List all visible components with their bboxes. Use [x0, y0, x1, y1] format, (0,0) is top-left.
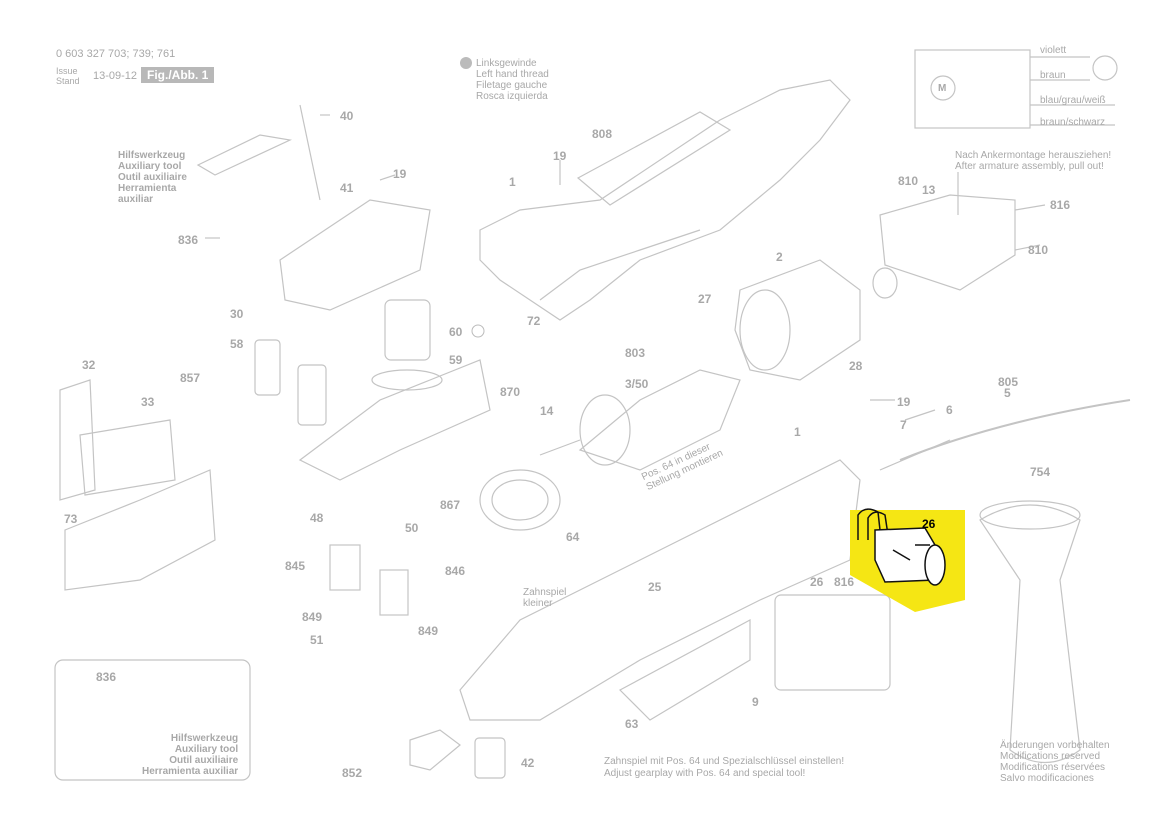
part-label-3-50[interactable]: 3/50 — [625, 377, 649, 391]
left-hand-thread-note: Linksgewinde Left hand thread Filetage g… — [476, 58, 549, 102]
part-label-805[interactable]: 805 — [998, 375, 1019, 389]
armature-note: Nach Ankermontage herausziehen! After ar… — [955, 150, 1112, 172]
part-label-6[interactable]: 6 — [946, 403, 953, 417]
part-label-867[interactable]: 867 — [440, 498, 461, 512]
part-label-33[interactable]: 33 — [141, 395, 155, 409]
part-label-59[interactable]: 59 — [449, 353, 463, 367]
pad-32 — [59, 379, 96, 501]
pad-73 — [64, 469, 216, 591]
part-label-810[interactable]: 810 — [898, 174, 919, 188]
part-label-2[interactable]: 2 — [776, 250, 783, 264]
part-label-26[interactable]: 26 — [810, 575, 824, 589]
part-label-25[interactable]: 25 — [648, 580, 662, 594]
motor-symbol: M — [938, 83, 947, 94]
part-label-9[interactable]: 9 — [752, 695, 759, 709]
part-label-857[interactable]: 857 — [180, 371, 201, 385]
part-label-852[interactable]: 852 — [342, 766, 363, 780]
figure-label: Fig./Abb. 1 — [141, 67, 215, 83]
bracket-30 — [279, 199, 431, 311]
part-label-845[interactable]: 845 — [285, 559, 306, 573]
part-label-40[interactable]: 40 — [340, 109, 354, 123]
switch-cover-808 — [576, 111, 732, 206]
part-label-1-b[interactable]: 1 — [794, 425, 801, 439]
pad-33 — [79, 419, 176, 496]
aux-handle-754 — [979, 504, 1081, 763]
part-label-50[interactable]: 50 — [405, 521, 419, 535]
inset-auxiliary-tool-note: Hilfswerkzeug Auxiliary tool Outil auxil… — [142, 733, 239, 777]
part-label-808[interactable]: 808 — [592, 127, 613, 141]
gearplay-note: Zahnspiel kleiner — [523, 587, 567, 609]
part-label-836-b[interactable]: 836 — [96, 670, 117, 684]
part-label-60[interactable]: 60 — [449, 325, 463, 339]
part-label-32[interactable]: 32 — [82, 358, 96, 372]
part-label-19[interactable]: 19 — [393, 167, 407, 181]
part-label-63[interactable]: 63 — [625, 717, 639, 731]
part-label-1[interactable]: 1 — [509, 175, 516, 189]
stator-2 — [734, 259, 861, 381]
part-label-19-c[interactable]: 19 — [897, 395, 911, 409]
brush-holder-816 — [879, 194, 1016, 291]
part-label-849-a[interactable]: 849 — [302, 610, 323, 624]
wire-braun-schwarz: braun/schwarz — [1040, 117, 1106, 128]
part-label-30[interactable]: 30 — [230, 307, 244, 321]
issue-date: 13-09-12 — [93, 70, 138, 82]
armature-803 — [578, 369, 741, 471]
part-label-14[interactable]: 14 — [540, 404, 554, 418]
blade-852 — [409, 729, 461, 771]
modifications-note: Änderungen vorbehalten Modifications res… — [1000, 740, 1110, 784]
part-label-64[interactable]: 64 — [566, 530, 580, 544]
wire-blau: blau/grau/weiß — [1040, 95, 1106, 106]
part-label-26-highlighted[interactable]: 26 — [922, 517, 936, 531]
part-label-73[interactable]: 73 — [64, 512, 78, 526]
part-label-13[interactable]: 13 — [922, 183, 936, 197]
inset-box — [54, 659, 251, 781]
wiring-box — [914, 49, 1031, 129]
part-label-754[interactable]: 754 — [1030, 465, 1051, 479]
part-label-7[interactable]: 7 — [900, 418, 907, 432]
part-label-870[interactable]: 870 — [500, 385, 521, 399]
part-numbers: 0 603 327 703; 739; 761 — [56, 48, 176, 60]
detail-box — [774, 594, 891, 691]
part-label-72[interactable]: 72 — [527, 314, 541, 328]
adjust-note-de: Zahnspiel mit Pos. 64 und Spezialschlüss… — [604, 756, 845, 767]
part-label-41[interactable]: 41 — [340, 181, 354, 195]
part-label-42[interactable]: 42 — [521, 756, 535, 770]
part-label-51[interactable]: 51 — [310, 633, 324, 647]
part-label-19-b[interactable]: 19 — [553, 149, 567, 163]
housing-upper — [479, 79, 851, 321]
part-label-816[interactable]: 816 — [1050, 198, 1071, 212]
part-label-846[interactable]: 846 — [445, 564, 466, 578]
part-label-810-b[interactable]: 810 — [1028, 243, 1049, 257]
wire-violett: violett — [1040, 45, 1067, 56]
base-plate-870 — [298, 359, 491, 481]
part-label-27[interactable]: 27 — [698, 292, 712, 306]
part-label-48[interactable]: 48 — [310, 511, 324, 525]
issue-label: Issue — [56, 66, 78, 76]
part-label-5[interactable]: 5 — [1004, 386, 1011, 400]
part-label-849-b[interactable]: 849 — [418, 624, 439, 638]
part-label-836[interactable]: 836 — [178, 233, 199, 247]
cable-6 — [899, 399, 1131, 461]
auxiliary-tool-note: Hilfswerkzeug Auxiliary tool Outil auxil… — [118, 150, 187, 205]
part-label-58[interactable]: 58 — [230, 337, 244, 351]
part-label-816-b[interactable]: 816 — [834, 575, 855, 589]
stand-label: Stand — [56, 76, 80, 86]
part-label-803[interactable]: 803 — [625, 346, 646, 360]
part-label-28[interactable]: 28 — [849, 359, 863, 373]
adjust-note-en: Adjust gearplay with Pos. 64 and special… — [604, 768, 806, 779]
wire-braun: braun — [1040, 70, 1066, 81]
